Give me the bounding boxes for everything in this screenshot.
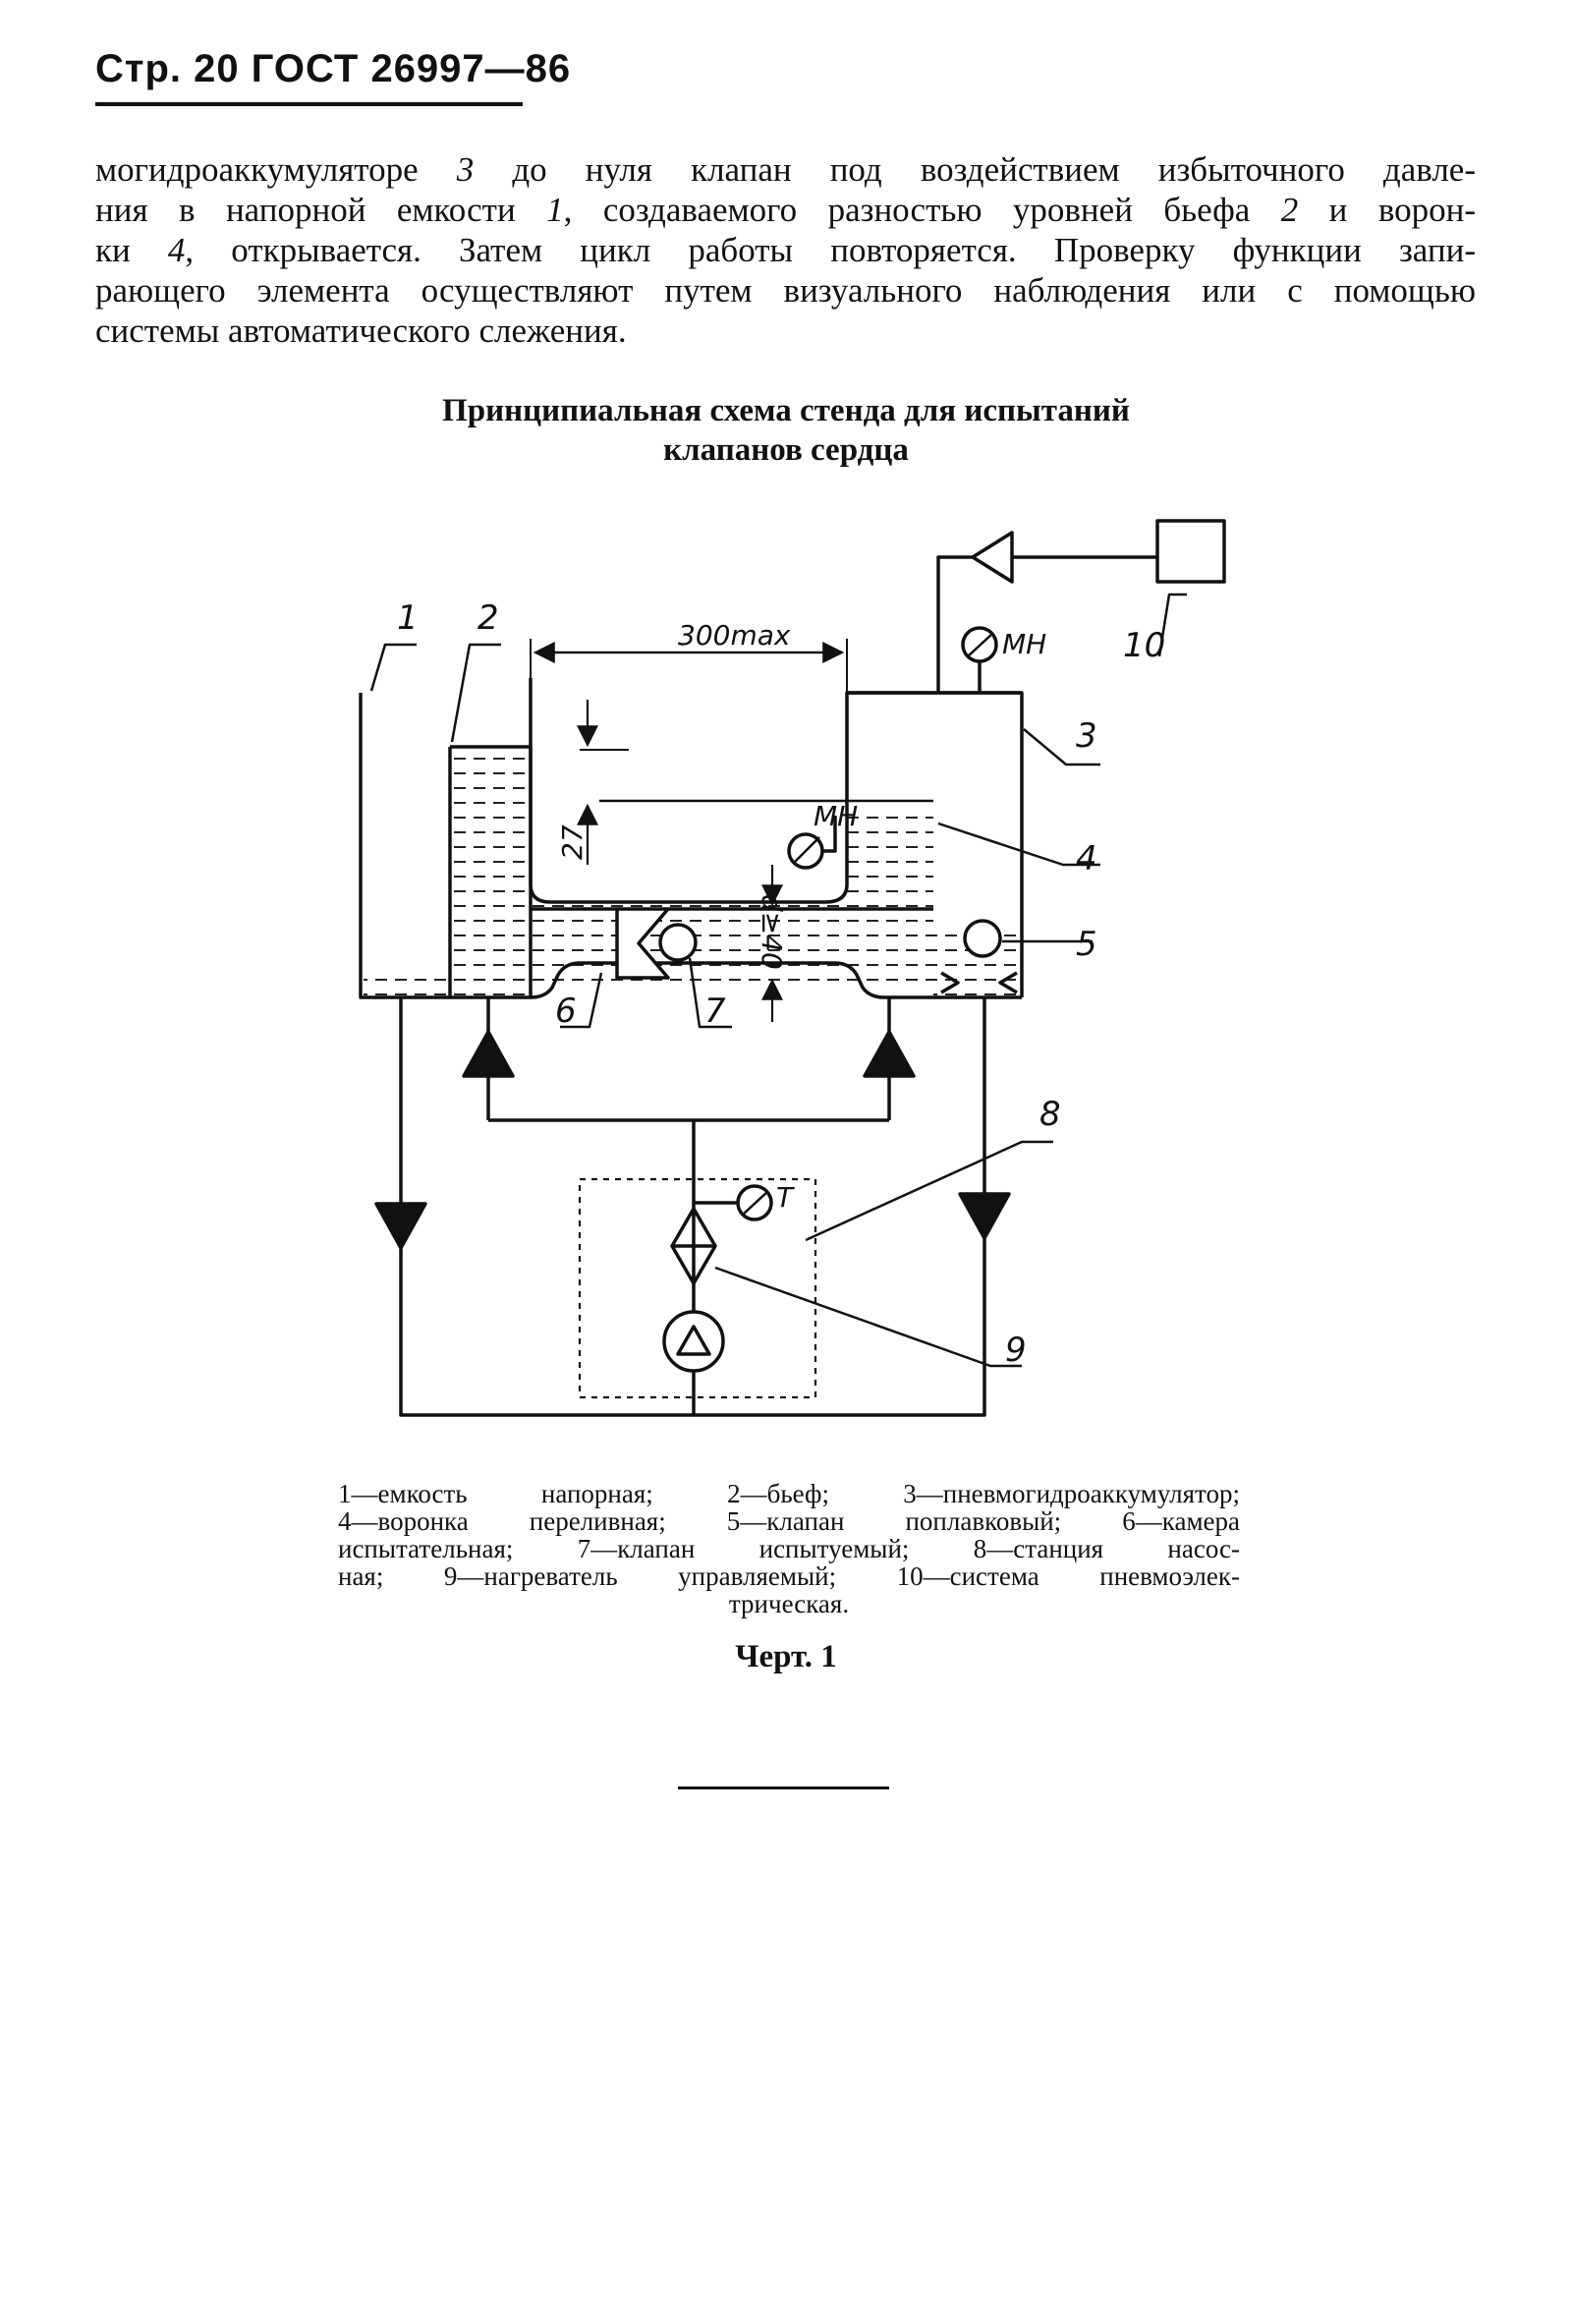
weir-liquid bbox=[450, 750, 531, 997]
body-line-1: могидроаккумуляторе 3 до нуля клапан под… bbox=[95, 150, 1476, 189]
body-line-4: рающего элемента осуществляют путем визу… bbox=[95, 271, 1476, 310]
label-9: 9 bbox=[1005, 1331, 1027, 1370]
chamber-valve-seat bbox=[615, 907, 670, 980]
gauge-mn-accumulator-label: МН bbox=[1002, 628, 1046, 660]
head-tank-1 bbox=[359, 693, 452, 999]
page-header: Стр. 20 ГОСТ 26997—86 bbox=[95, 47, 572, 90]
label-6: 6 bbox=[555, 992, 577, 1031]
label-4: 4 bbox=[1076, 839, 1097, 879]
header-rule bbox=[95, 102, 523, 106]
return-arrow-left bbox=[374, 1202, 427, 1250]
label-7: 7 bbox=[704, 992, 726, 1031]
head-tank-liquid bbox=[364, 968, 450, 997]
dimension-height-label: 27 bbox=[556, 824, 589, 860]
label-3: 3 bbox=[1076, 716, 1097, 756]
body-line-3: ки 4, открывается. Затем цикл работы пов… bbox=[95, 231, 1476, 269]
body-line-5: системы автоматического слежения. bbox=[95, 312, 627, 350]
supply-arrow-left bbox=[462, 1030, 515, 1078]
pump-station-8 bbox=[578, 1177, 817, 1399]
label-5: 5 bbox=[1076, 925, 1097, 964]
legend-line-4: ная; 9—нагреватель управляемый; 10—систе… bbox=[338, 1561, 1240, 1591]
upper-reservoir bbox=[529, 678, 849, 904]
pneumatic-line bbox=[936, 555, 973, 693]
figure-label: Черт. 1 bbox=[735, 1639, 837, 1674]
funnel-liquid bbox=[847, 806, 933, 902]
tested-valve-7 bbox=[658, 923, 698, 962]
dimension-diameter-label: d≥40 bbox=[756, 894, 788, 970]
supply-arrow-right bbox=[863, 1030, 916, 1078]
legend-line-5: трическая. bbox=[728, 1589, 850, 1618]
gauge-mn-chamber-label: МН bbox=[814, 800, 858, 832]
test-stand-scheme: 1 2 3 4 5 6 7 8 9 10 300max 27 d≥40 МН М… bbox=[359, 519, 1226, 1417]
end-rule bbox=[678, 1786, 889, 1789]
label-2: 2 bbox=[477, 598, 499, 638]
pneumoelectric-system-10 bbox=[1155, 519, 1226, 584]
pneumatic-amplifier bbox=[971, 531, 1014, 584]
dimension-width-label: 300max bbox=[678, 619, 791, 652]
legend-line-2: 4—воронка переливная; 5—клапан поплавков… bbox=[338, 1506, 1240, 1536]
chamber-liquid-lower bbox=[531, 902, 933, 983]
legend-line-3: испытательная; 7—клапан испытуемый; 8—ст… bbox=[338, 1534, 1240, 1563]
scheme-title-line-1: Принципиальная схема стенда для испытани… bbox=[442, 393, 1130, 428]
body-line-2: ния в напорной емкости 1, создаваемого р… bbox=[95, 191, 1476, 229]
scheme-title-line-2: клапанов сердца bbox=[663, 432, 909, 468]
label-1: 1 bbox=[397, 598, 419, 638]
legend-line-1: 1—емкость напорная; 2—бьеф; 3—пневмогидр… bbox=[338, 1479, 1240, 1508]
thermometer-label: Т bbox=[776, 1181, 795, 1214]
label-10: 10 bbox=[1123, 626, 1165, 665]
figure-legend: 1—емкость напорная; 2—бьеф; 3—пневмогидр… bbox=[338, 1480, 1240, 1617]
label-8: 8 bbox=[1039, 1095, 1061, 1134]
test-chamber-6 bbox=[450, 961, 1022, 999]
return-arrow-right bbox=[958, 1192, 1011, 1240]
body-paragraph: могидроаккумуляторе 3 до нуля клапан под… bbox=[95, 149, 1476, 351]
float-valve-5 bbox=[963, 919, 1002, 958]
